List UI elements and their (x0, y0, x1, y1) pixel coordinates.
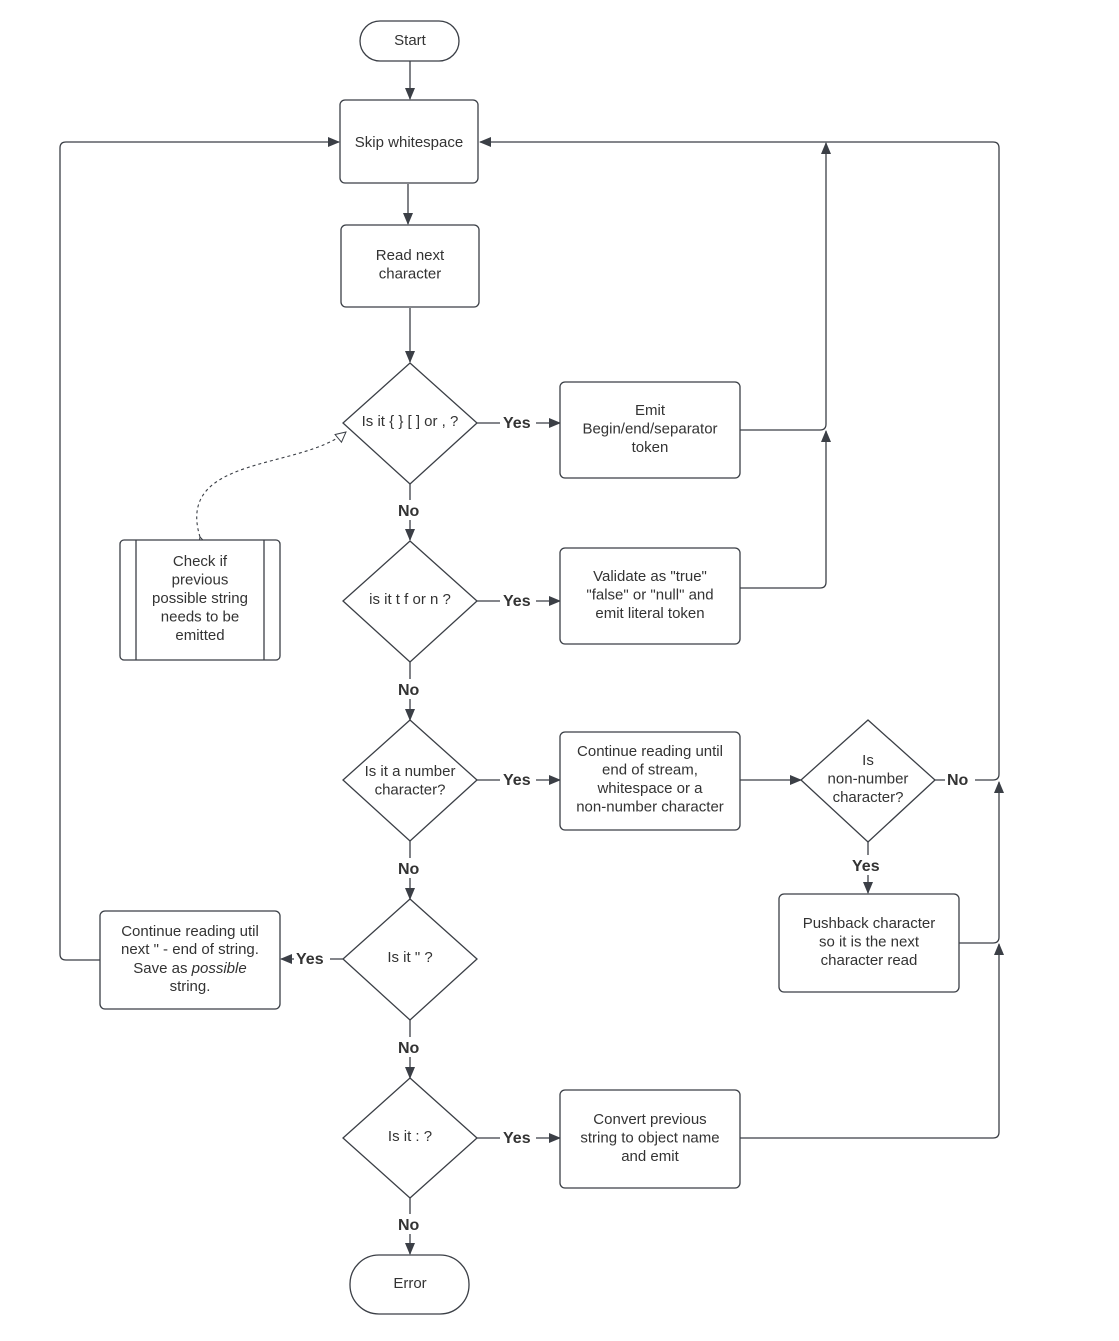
edge-non-number-no-loop (479, 137, 1000, 781)
svg-text:Validate as "true""false" or ": Validate as "true" "false" or "null" ande… (586, 568, 713, 622)
node-label-line: character? (833, 789, 904, 806)
node-label-line: character (379, 266, 442, 283)
svg-text:Start: Start (394, 32, 427, 49)
node-label-line: non-number (828, 771, 909, 788)
read-string-line-4: string. (170, 978, 211, 995)
node-label-line: Continue reading until (577, 743, 723, 760)
label-yes-literal: Yes (503, 593, 531, 610)
node-label-line: and emit (621, 1148, 679, 1165)
node-label-line: Is it : ? (388, 1128, 432, 1145)
svg-text:is it t f or n ?: is it t f or n ? (369, 591, 451, 608)
node-label-line: non-number character (576, 799, 724, 816)
node-label-line: Begin/end/separator (582, 421, 717, 438)
node-start: Start (359, 20, 460, 62)
edge-string-loop (59, 137, 340, 961)
node-skip-whitespace: Skip whitespace (339, 99, 479, 184)
label-no-colon: No (398, 1217, 420, 1234)
label-yes-quote: Yes (296, 951, 324, 968)
label-no-literal: No (398, 682, 420, 699)
node-label-line: emit literal token (595, 605, 704, 622)
node-label-line: character read (821, 952, 918, 969)
node-error: Error (349, 1254, 470, 1315)
read-string-line-2: next " - end of string. (121, 941, 259, 958)
node-label-line: character? (375, 782, 446, 799)
node-label-line: Check if (173, 553, 228, 570)
node-label-line: so it is the next (819, 934, 920, 951)
label-yes-number: Yes (503, 772, 531, 789)
edge-dashed-check-string (196, 432, 346, 537)
node-label-line: Start (394, 32, 427, 49)
node-label-line: Pushback character (803, 915, 936, 932)
svg-text:Is it " ?: Is it " ? (387, 949, 432, 966)
node-label-line: "false" or "null" and (586, 587, 713, 604)
label-no-non-number: No (947, 772, 969, 789)
node-label-line: whitespace or a (596, 780, 703, 797)
node-label-line: token (632, 439, 669, 456)
node-label-line: is it t f or n ? (369, 591, 451, 608)
node-label-line: string to object name (580, 1130, 719, 1147)
node-label-line: Emit (635, 402, 666, 419)
label-yes-non-number: Yes (852, 858, 880, 875)
svg-text:Is it { } [ ] or , ?: Is it { } [ ] or , ? (362, 413, 459, 430)
node-label-line: Is it a number (365, 763, 456, 780)
edge-validate-loop (740, 430, 831, 589)
node-label-line: Is (862, 752, 874, 769)
node-read-number: Continue reading until end of stream,whit… (559, 731, 741, 831)
label-yes-colon: Yes (503, 1130, 531, 1147)
decision-is-quote: Is it " ? (342, 898, 478, 1021)
edge-labels: Yes No Yes No Yes No Yes No Yes No No Ye… (294, 412, 975, 1234)
svg-text:Error: Error (393, 1275, 426, 1292)
decision-is-structural: Is it { } [ ] or , ? (342, 362, 478, 485)
node-label-line: Read next (376, 247, 445, 264)
node-label-line: Convert previous (593, 1111, 706, 1128)
node-label-line: Error (393, 1275, 426, 1292)
node-label-line: Validate as "true" (593, 568, 707, 585)
edge-pushback-loop (959, 781, 1004, 944)
node-label-line: Skip whitespace (355, 134, 463, 151)
svg-text:Skip whitespace: Skip whitespace (355, 134, 463, 151)
edge-emit-loop (740, 142, 831, 431)
node-read-next-character: Read next character (340, 224, 480, 308)
node-label-line: possible string (152, 590, 248, 607)
node-read-string: Continue reading util next " - end of st… (99, 910, 281, 1010)
node-label-line: end of stream, (602, 762, 698, 779)
node-label-line: Is it " ? (387, 949, 432, 966)
label-no-structural: No (398, 503, 420, 520)
node-label-line: emitted (175, 627, 224, 644)
decision-is-number: Is it a number character? (342, 719, 478, 842)
decision-is-literal: is it t f or n ? (342, 540, 478, 663)
edge-convert-loop (740, 943, 1004, 1139)
label-yes-structural: Yes (503, 415, 531, 432)
node-label-line: previous (172, 572, 229, 589)
read-string-line-3: Save as possible (133, 960, 246, 977)
label-no-quote: No (398, 1040, 420, 1057)
label-no-number: No (398, 861, 420, 878)
svg-text:Is it : ?: Is it : ? (388, 1128, 432, 1145)
decision-is-colon: Is it : ? (342, 1077, 478, 1199)
node-label-line: Is it { } [ ] or , ? (362, 413, 459, 430)
node-label-line: needs to be (161, 609, 239, 626)
read-string-line-1: Continue reading util (121, 923, 259, 940)
